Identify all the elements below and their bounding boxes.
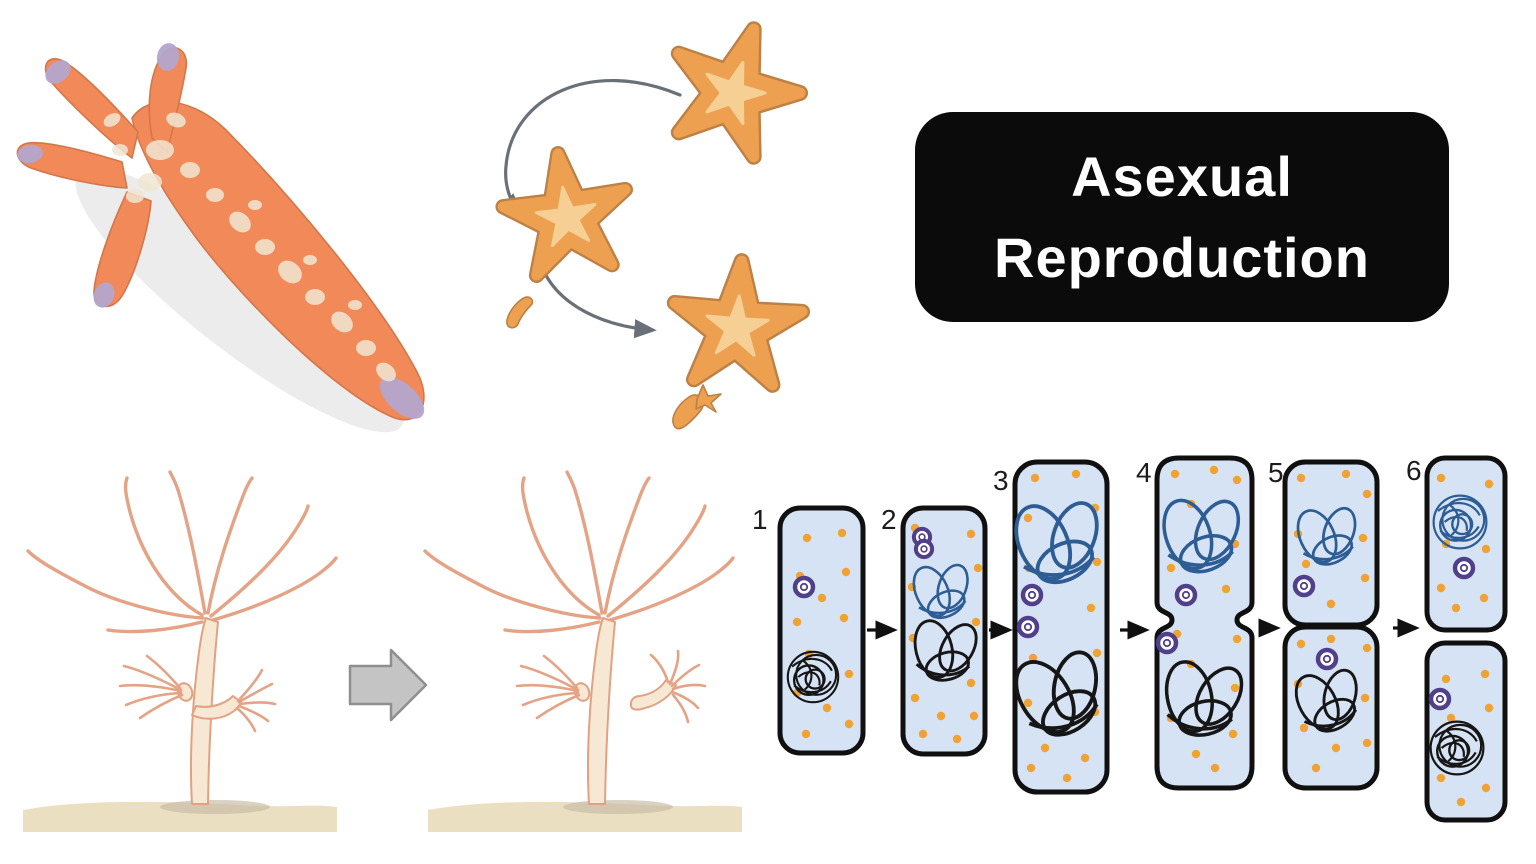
- cream-mottling-spots: [103, 112, 396, 382]
- starfish-comet-body: [16, 43, 425, 421]
- fission-stage-2: 2: [881, 504, 988, 757]
- stage-number-3: 3: [993, 465, 1009, 496]
- plasmid-icon: [1019, 618, 1037, 636]
- parent-cell: [777, 505, 866, 756]
- binary-fission-diagram: 1 2: [752, 455, 1508, 823]
- title-line-2: Reproduction: [994, 226, 1370, 289]
- fission-stage-1: 1: [752, 504, 866, 756]
- cycle-arrow-top: [500, 79, 682, 216]
- plasmid-icon: [795, 578, 813, 596]
- stalk-right-hydra: [586, 617, 616, 805]
- replicating-plasmid-icon: [916, 541, 932, 557]
- arm-up-left: [44, 58, 139, 159]
- starfish-regeneration-illustration: [16, 43, 425, 433]
- tentacles-left-hydra: [26, 470, 338, 634]
- lavender-arm-tips: [17, 43, 425, 419]
- bud-right-side: [191, 668, 277, 733]
- fission-stage-5: 5: [1268, 457, 1380, 791]
- bud-left-side: [118, 654, 194, 720]
- ribosome-dots: [1023, 469, 1102, 783]
- starfish-losing-arm: [497, 145, 636, 278]
- daughter-cell-bottom: [1282, 624, 1380, 791]
- fission-stage-4: 4: [1136, 455, 1256, 791]
- stage-number-2: 2: [881, 504, 897, 535]
- fission-stage-6: 6: [1406, 455, 1508, 823]
- stage-number-6: 6: [1406, 455, 1422, 486]
- title-card: Asexual Reproduction: [915, 112, 1449, 322]
- plasmid-icon: [1431, 690, 1449, 708]
- plasmid-icon: [1318, 650, 1336, 668]
- detached-bud: [629, 649, 707, 724]
- bud-scar-left-side: [515, 654, 591, 720]
- starfish-regrown: [670, 257, 806, 387]
- title-line-1: Asexual: [1071, 144, 1293, 208]
- plasmid-icon: [1158, 634, 1176, 652]
- fission-stage-3: 3: [993, 459, 1115, 795]
- budding-arrow: [348, 648, 428, 722]
- plasmid-icon: [1295, 577, 1313, 595]
- tentacles-right-hydra: [423, 470, 735, 634]
- stage-number-5: 5: [1268, 457, 1284, 488]
- plasmid-icon: [1177, 586, 1195, 604]
- plasmid-icon: [1023, 586, 1041, 604]
- hydra-parent-with-bud: [23, 470, 338, 832]
- hydra-budding-illustration: [23, 470, 742, 832]
- pinching-cell: [1154, 455, 1255, 791]
- regenerating-arm-fragment: [672, 384, 722, 430]
- ribosome-dots: [1293, 469, 1372, 773]
- starfish-whole: [656, 9, 815, 164]
- hydra-parent-with-detached-bud: [423, 470, 742, 832]
- starfish-fragmentation-cycle: [480, 0, 910, 430]
- separated-cell-top: [1424, 455, 1508, 633]
- plasmid-icon: [1455, 559, 1473, 577]
- stage-number-4: 4: [1136, 457, 1152, 488]
- stage-number-1: 1: [752, 504, 768, 535]
- detached-arm-fragment: [506, 296, 534, 329]
